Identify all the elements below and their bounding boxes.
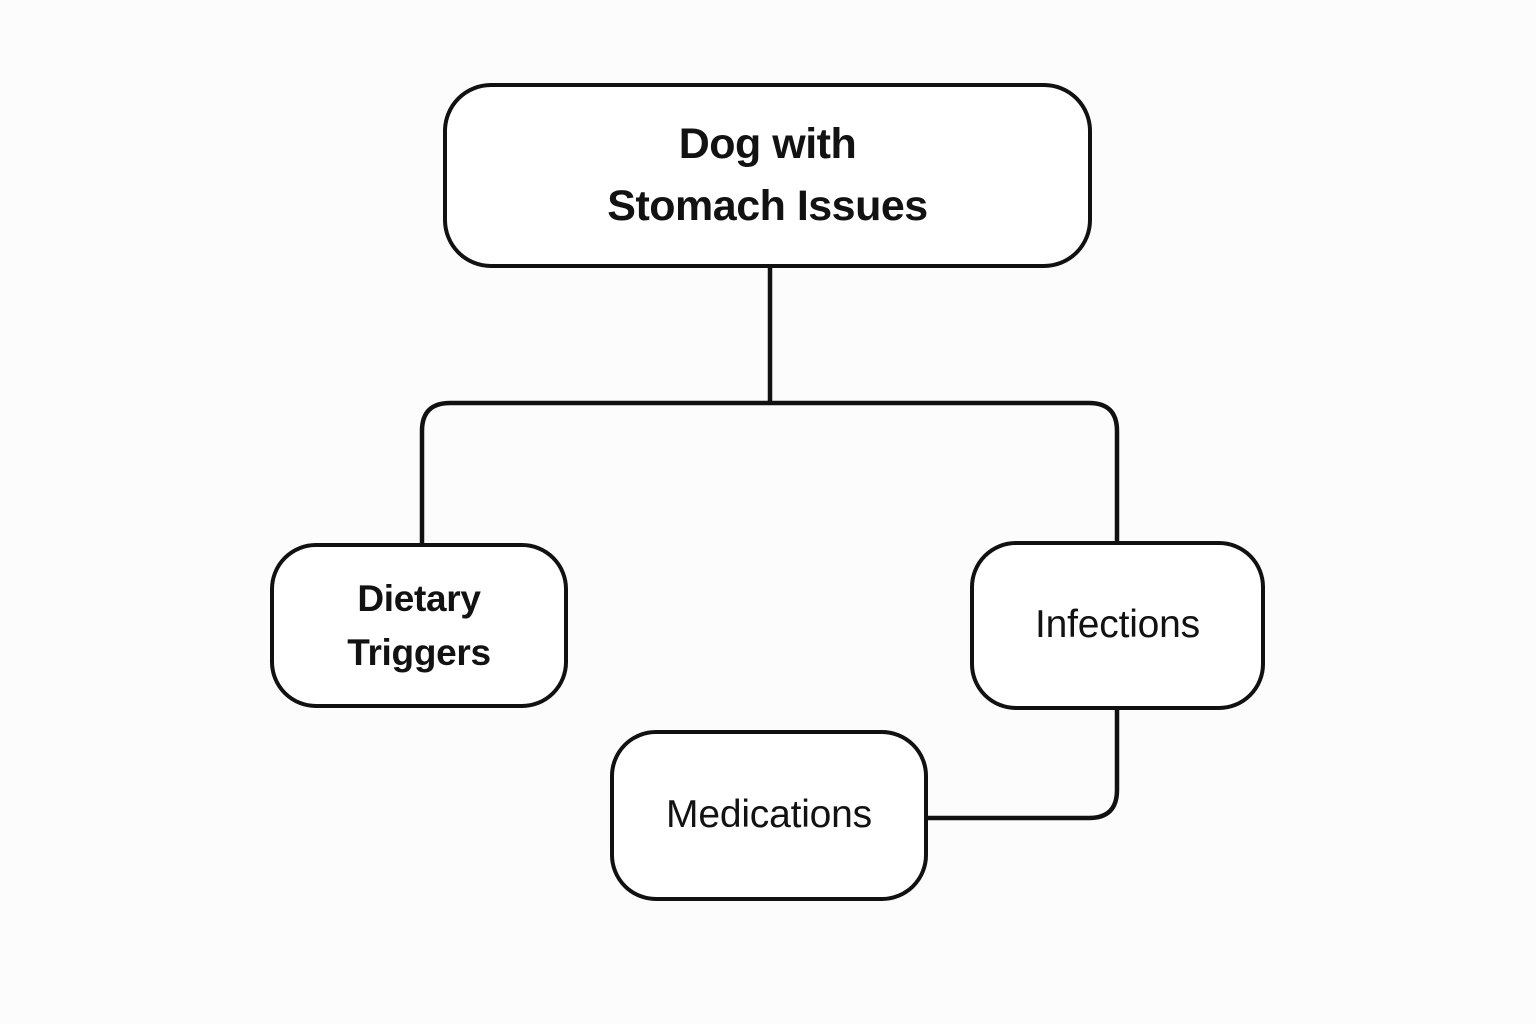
edge-infections-to-medications: [926, 708, 1120, 821]
edge-root-to-infections: [770, 400, 1120, 543]
node-medications-label: Medications: [666, 793, 872, 837]
node-dietary-triggers[interactable]: Dietary Triggers: [270, 543, 568, 708]
node-infections-label: Infections: [1035, 603, 1200, 647]
node-root[interactable]: Dog with Stomach Issues: [443, 83, 1092, 268]
node-root-label: Dog with Stomach Issues: [607, 120, 928, 230]
edge-root-to-dietary: [419, 400, 770, 545]
node-infections[interactable]: Infections: [970, 541, 1265, 710]
node-dietary-triggers-label: Dietary Triggers: [347, 577, 491, 673]
node-medications[interactable]: Medications: [610, 730, 928, 901]
